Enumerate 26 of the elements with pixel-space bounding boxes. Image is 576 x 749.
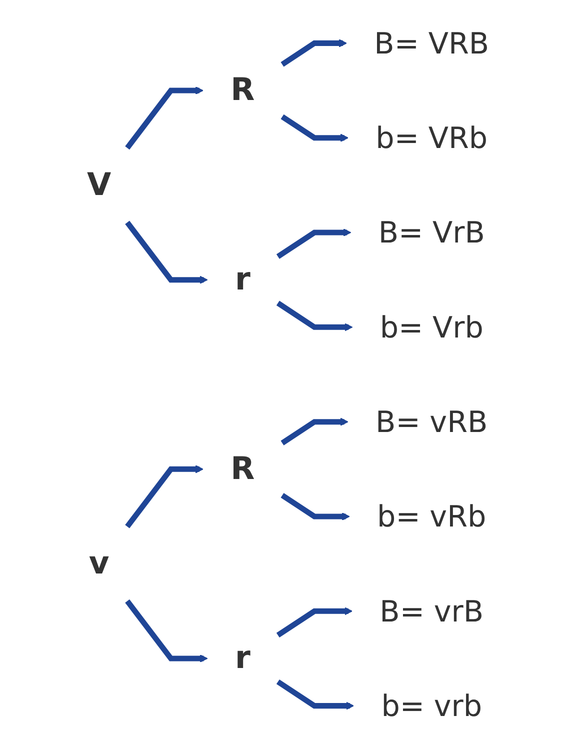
arrow bbox=[280, 492, 350, 521]
arrow bbox=[125, 86, 204, 150]
arrow bbox=[280, 418, 348, 446]
arrow bbox=[276, 679, 354, 710]
arrow bbox=[276, 300, 353, 332]
node-text: R bbox=[230, 72, 255, 108]
node-text: b= vrb bbox=[381, 688, 482, 724]
node-text: B= VrB bbox=[378, 215, 485, 250]
node-text: B= VRB bbox=[374, 26, 490, 61]
node-text: V bbox=[86, 166, 112, 204]
node-text: b= vRb bbox=[377, 499, 486, 534]
arrow bbox=[276, 228, 352, 259]
arrow bbox=[125, 599, 208, 663]
node-text: v bbox=[88, 544, 110, 582]
arrow bbox=[276, 607, 352, 638]
node-text: B= vRB bbox=[376, 404, 488, 440]
arrow bbox=[125, 465, 204, 528]
node-text: r bbox=[234, 261, 250, 298]
node-text: R bbox=[230, 450, 255, 488]
arrow bbox=[125, 220, 208, 284]
node-text: b= Vrb bbox=[380, 310, 484, 345]
arrow bbox=[280, 114, 348, 142]
node-text: B= vrB bbox=[380, 594, 484, 629]
node-text: b= VRb bbox=[376, 120, 488, 156]
arrow bbox=[280, 39, 347, 67]
node-text: r bbox=[234, 640, 250, 676]
